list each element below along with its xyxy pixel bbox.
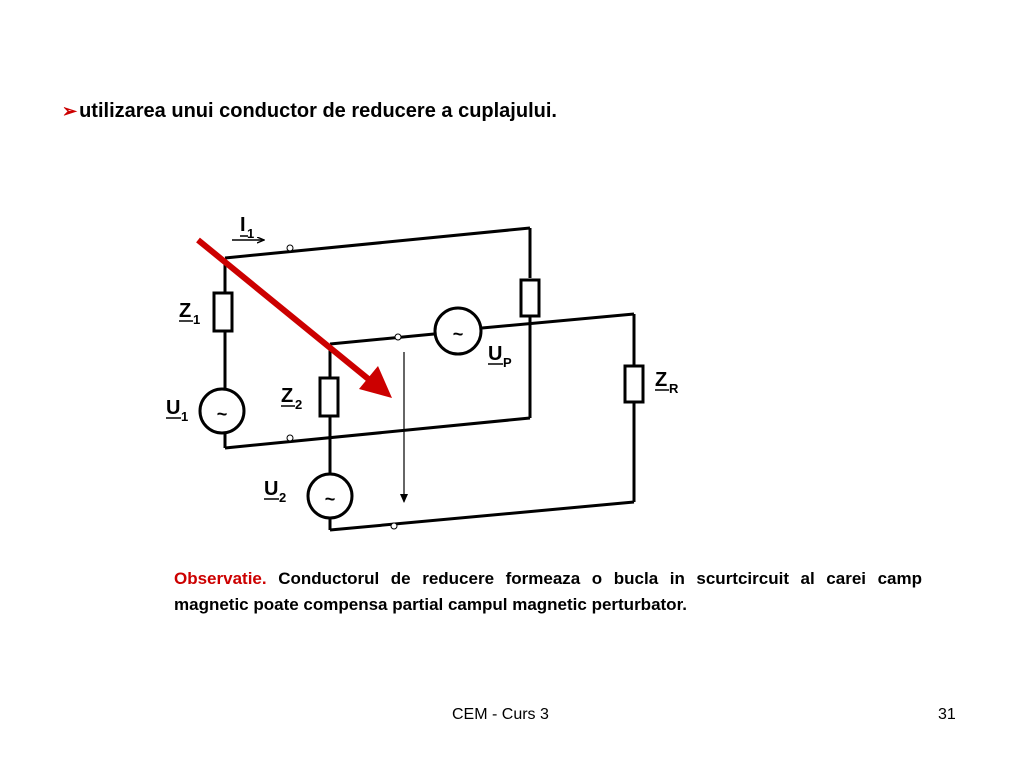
terminal-top-1 — [286, 244, 294, 252]
bullet-arrow-icon: ➢ — [62, 101, 78, 121]
observation-text: Conductorul de reducere formeaza o bucla… — [174, 569, 922, 614]
up-source-symbol: ~ — [453, 324, 464, 344]
terminal-bottom-1 — [286, 434, 294, 442]
label-u2: U 2 — [264, 478, 286, 505]
u1-source-symbol: ~ — [217, 404, 228, 424]
label-zr-sub: R — [669, 381, 679, 396]
label-i1-main: I — [240, 214, 246, 236]
label-up-main: U — [488, 343, 502, 365]
bullet-text: utilizarea unui conductor de reducere a … — [79, 100, 557, 122]
label-i1: I 1 — [240, 214, 254, 241]
label-u2-main: U — [264, 478, 278, 500]
wire-bottom-2 — [329, 500, 635, 532]
terminal-bottom-2 — [390, 522, 398, 530]
wire-top-2b — [481, 312, 635, 330]
z1-resistor — [212, 291, 234, 333]
reduction-conductor — [196, 237, 374, 385]
observation-paragraph: Observatie. Conductorul de reducere form… — [174, 566, 922, 618]
wire-top-2a — [329, 332, 435, 346]
label-z2-sub: 2 — [295, 397, 302, 412]
label-zr-main: Z — [655, 369, 667, 391]
label-i1-sub: 1 — [247, 226, 254, 241]
u2-source-symbol: ~ — [325, 489, 336, 509]
up-source — [433, 306, 483, 356]
page-number: 31 — [938, 706, 956, 723]
load-resistor-1 — [519, 278, 541, 318]
footer-title: CEM - Curs 3 — [452, 706, 549, 723]
z2-resistor — [318, 376, 340, 418]
circuit-1 — [223, 226, 532, 450]
reduction-conductor-arrowhead — [359, 366, 392, 398]
label-u1: U 1 — [166, 397, 188, 424]
label-z2: Z 2 — [281, 385, 302, 412]
wire-top-1 — [224, 226, 531, 260]
label-up: U P — [488, 343, 512, 370]
label-u1-sub: 1 — [181, 409, 188, 424]
zr-resistor — [623, 364, 645, 404]
u2-source — [306, 472, 354, 520]
wire-bottom-1 — [224, 416, 531, 450]
label-u1-main: U — [166, 397, 180, 419]
bullet-item: ➢utilizarea unui conductor de reducere a… — [62, 100, 557, 123]
observation-title: Observatie. — [174, 569, 267, 588]
label-z1: Z 1 — [179, 300, 200, 327]
label-zr: Z R — [655, 369, 679, 396]
circuit-2 — [328, 312, 636, 532]
label-up-sub: P — [503, 355, 512, 370]
label-u2-sub: 2 — [279, 490, 286, 505]
label-z1-sub: 1 — [193, 312, 200, 327]
label-z1-main: Z — [179, 300, 191, 322]
u1-source — [198, 387, 246, 435]
terminal-top-2 — [394, 333, 402, 341]
label-z2-main: Z — [281, 385, 293, 407]
